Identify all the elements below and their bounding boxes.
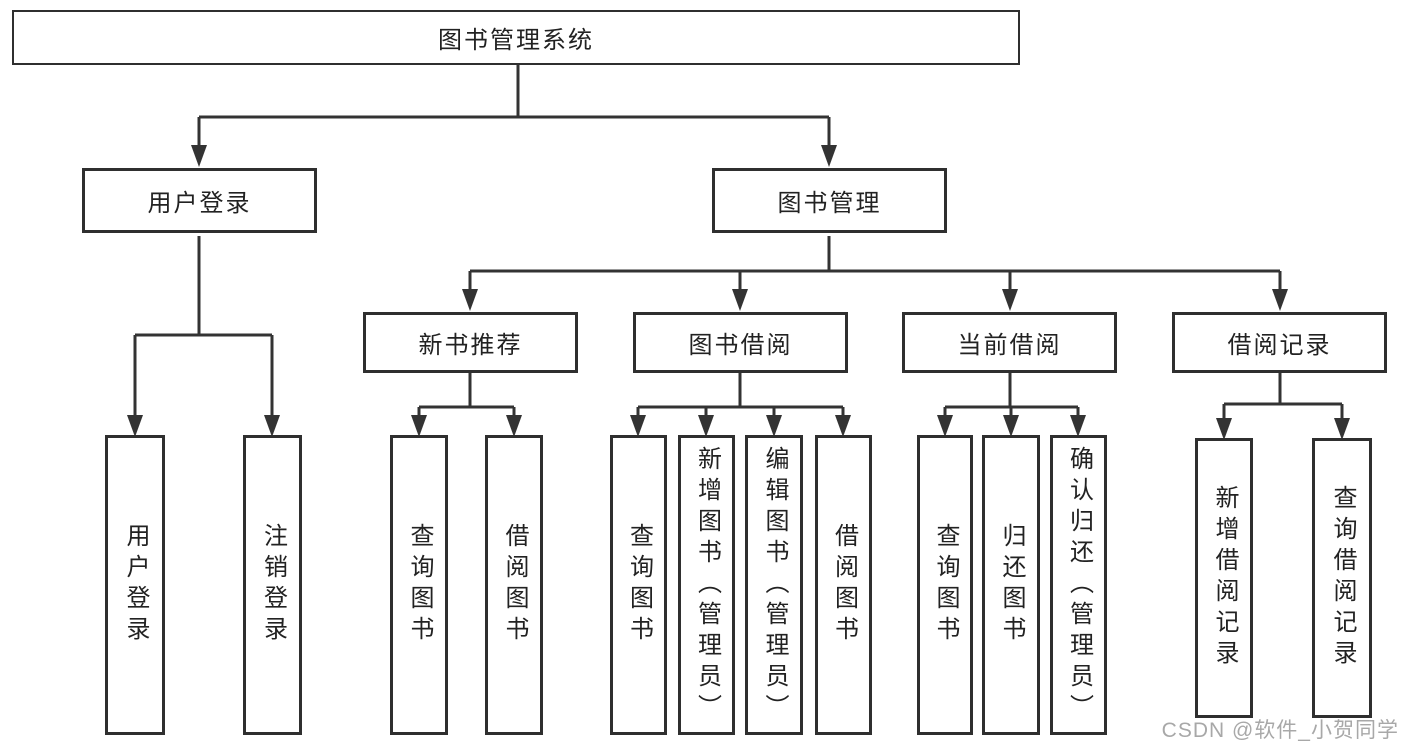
leaf-query-book-borrow: 查询图书 (610, 435, 667, 735)
node-current-borrowing-label: 当前借阅 (957, 332, 1062, 359)
leaf-return-book-label: 归还图书 (998, 523, 1025, 647)
leaf-logout: 注销登录 (243, 435, 302, 735)
node-book-management-label: 图书管理 (777, 190, 882, 217)
node-root-system: 图书管理系统 (12, 10, 1020, 65)
leaf-user-login-label: 用户登录 (122, 523, 149, 647)
leaf-query-book-current-label: 查询图书 (932, 523, 959, 647)
node-book-borrowing: 图书借阅 (633, 312, 848, 373)
leaf-query-book-current: 查询图书 (917, 435, 973, 735)
leaf-borrow-book-recommend: 借阅图书 (485, 435, 543, 735)
leaf-add-borrow-record-label: 新增借阅记录 (1211, 485, 1238, 671)
leaf-logout-label: 注销登录 (259, 523, 287, 647)
node-user-login: 用户登录 (82, 168, 317, 233)
leaf-edit-book-admin: 编辑图书（管理员） (745, 435, 803, 735)
node-borrowing-records: 借阅记录 (1172, 312, 1387, 373)
leaf-query-borrow-record-label: 查询借阅记录 (1329, 485, 1356, 671)
leaf-edit-book-admin-label: 编辑图书（管理员） (761, 445, 788, 725)
leaf-add-book-admin: 新增图书（管理员） (678, 435, 735, 735)
node-book-management: 图书管理 (712, 168, 947, 233)
node-root-label: 图书管理系统 (438, 27, 594, 54)
csdn-watermark: CSDN @软件_小贺同学 (1161, 719, 1399, 742)
node-book-borrowing-label: 图书借阅 (688, 332, 793, 359)
leaf-add-borrow-record: 新增借阅记录 (1195, 438, 1253, 718)
leaf-confirm-return-admin: 确认归还（管理员） (1050, 435, 1107, 735)
leaf-user-login: 用户登录 (105, 435, 165, 735)
leaf-borrow-book-label: 借阅图书 (830, 523, 858, 647)
leaf-add-book-admin-label: 新增图书（管理员） (693, 445, 721, 725)
node-new-book-recommend: 新书推荐 (363, 312, 578, 373)
leaf-query-borrow-record: 查询借阅记录 (1312, 438, 1372, 718)
leaf-borrow-book-recommend-label: 借阅图书 (501, 523, 528, 647)
leaf-confirm-return-admin-label: 确认归还（管理员） (1065, 445, 1093, 725)
node-new-book-recommend-label: 新书推荐 (418, 332, 523, 359)
leaf-borrow-book: 借阅图书 (815, 435, 872, 735)
leaf-query-book-recommend-label: 查询图书 (406, 523, 433, 647)
leaf-query-book-recommend: 查询图书 (390, 435, 448, 735)
node-borrowing-records-label: 借阅记录 (1227, 332, 1332, 359)
leaf-return-book: 归还图书 (982, 435, 1040, 735)
leaf-query-book-borrow-label: 查询图书 (625, 523, 653, 647)
node-current-borrowing: 当前借阅 (902, 312, 1117, 373)
node-user-login-label: 用户登录 (147, 190, 252, 217)
